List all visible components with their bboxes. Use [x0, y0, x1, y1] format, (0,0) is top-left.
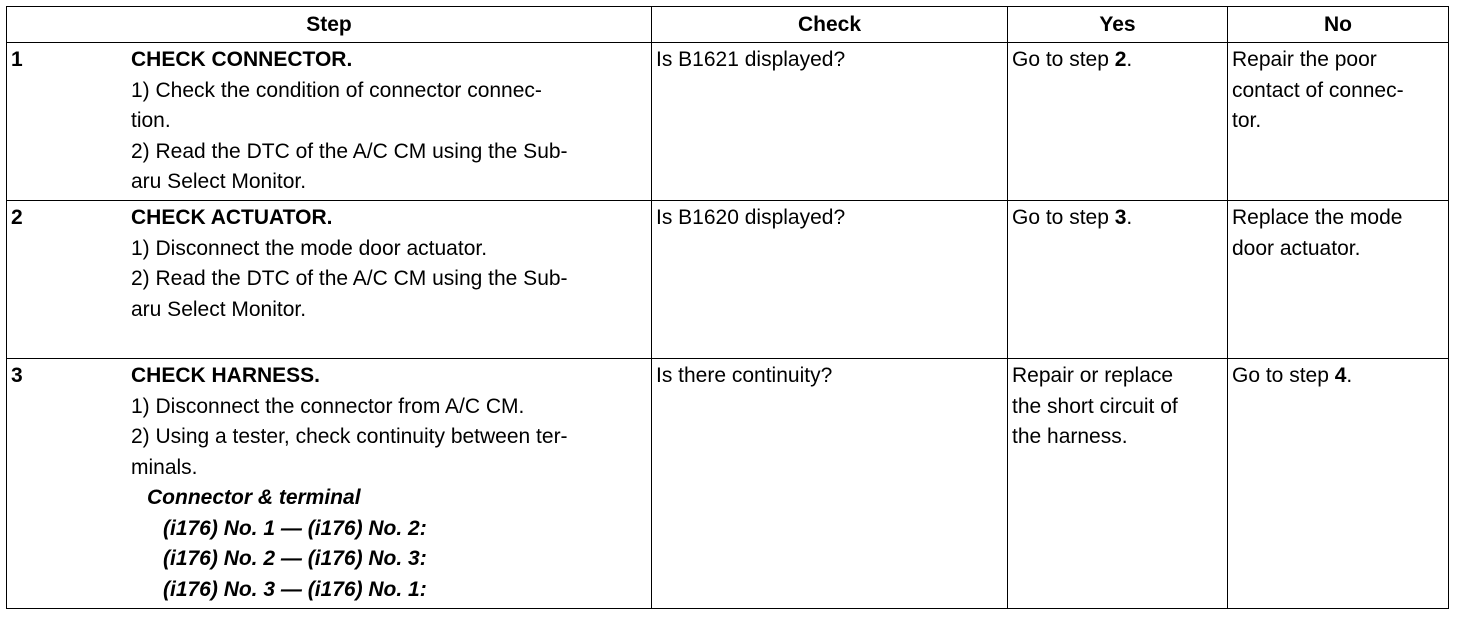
step-number: 1: [11, 48, 23, 71]
header-step: Step: [6, 6, 652, 43]
step-line: 2) Read the DTC of the A/C CM using the …: [131, 267, 568, 290]
no-cell: Go to step 4.: [1227, 358, 1449, 609]
yes-step-ref: 2: [1114, 48, 1127, 71]
step-title: CHECK HARNESS.: [131, 364, 321, 387]
check-cell: Is there continuity?: [651, 358, 1008, 609]
check-text: Is there continuity?: [656, 364, 833, 387]
yes-prefix: Go to step: [1012, 206, 1115, 229]
no-line: tor.: [1232, 109, 1262, 132]
step-number: 3: [11, 364, 23, 387]
step-line: 1) Disconnect the mode door actuator.: [131, 236, 488, 260]
connector-title: Connector & terminal: [147, 486, 361, 509]
yes-line: Repair or replace: [1012, 364, 1174, 387]
step-line: tion.: [131, 109, 171, 132]
step-line: aru Select Monitor.: [131, 170, 307, 193]
table-row: 3 CHECK HARNESS. 1) Disconnect the conne…: [6, 358, 1449, 609]
check-cell: Is B1620 displayed?: [651, 200, 1008, 359]
step-cell: 3 CHECK HARNESS. 1) Disconnect the conne…: [6, 358, 652, 609]
no-line: Repair the poor: [1232, 48, 1377, 71]
step-number: 2: [11, 206, 23, 229]
no-prefix: Go to step: [1232, 364, 1335, 387]
no-suffix: .: [1346, 364, 1353, 387]
step-line: 1) Check the condition of connector conn…: [131, 78, 542, 102]
table-row: 1 CHECK CONNECTOR. 1) Check the conditio…: [6, 42, 1449, 201]
connector-line: (i176) No. 1 — (i176) No. 2:: [163, 516, 427, 540]
no-cell: Repair the poor contact of connec- tor.: [1227, 42, 1449, 201]
no-cell: Replace the mode door actuator.: [1227, 200, 1449, 359]
check-text: Is B1620 displayed?: [656, 206, 846, 229]
step-line: 1) Disconnect the connector from A/C CM.: [131, 394, 525, 418]
step-cell: 1 CHECK CONNECTOR. 1) Check the conditio…: [6, 42, 652, 201]
table-row: 2 CHECK ACTUATOR. 1) Disconnect the mode…: [6, 200, 1449, 359]
yes-line: the harness.: [1012, 425, 1128, 448]
yes-cell: Go to step 3.: [1007, 200, 1228, 359]
yes-suffix: .: [1126, 48, 1133, 71]
step-line: 2) Using a tester, check continuity betw…: [131, 425, 568, 448]
no-step-ref: 4: [1334, 364, 1347, 387]
step-cell: 2 CHECK ACTUATOR. 1) Disconnect the mode…: [6, 200, 652, 359]
no-line: door actuator.: [1232, 236, 1361, 260]
yes-line: the short circuit of: [1012, 394, 1178, 418]
check-cell: Is B1621 displayed?: [651, 42, 1008, 201]
no-line: Replace the mode: [1232, 206, 1403, 229]
header-yes: Yes: [1007, 6, 1228, 43]
header-row: Step Check Yes No: [6, 6, 1449, 43]
yes-suffix: .: [1126, 206, 1133, 229]
check-text: Is B1621 displayed?: [656, 48, 846, 71]
diagnostic-table: Step Check Yes No 1 CHECK CONNECTOR. 1) …: [6, 6, 1449, 609]
step-line: 2) Read the DTC of the A/C CM using the …: [131, 139, 568, 163]
connector-line: (i176) No. 3 — (i176) No. 1:: [163, 577, 427, 601]
header-check: Check: [651, 6, 1008, 43]
step-line: aru Select Monitor.: [131, 297, 307, 321]
step-title: CHECK CONNECTOR.: [131, 48, 353, 71]
no-line: contact of connec-: [1232, 78, 1404, 102]
yes-cell: Repair or replace the short circuit of t…: [1007, 358, 1228, 609]
step-title: CHECK ACTUATOR.: [131, 206, 333, 229]
step-line: minals.: [131, 455, 198, 479]
yes-step-ref: 3: [1114, 206, 1127, 229]
yes-prefix: Go to step: [1012, 48, 1115, 71]
connector-line: (i176) No. 2 — (i176) No. 3:: [163, 547, 427, 570]
header-no: No: [1227, 6, 1449, 43]
yes-cell: Go to step 2.: [1007, 42, 1228, 201]
